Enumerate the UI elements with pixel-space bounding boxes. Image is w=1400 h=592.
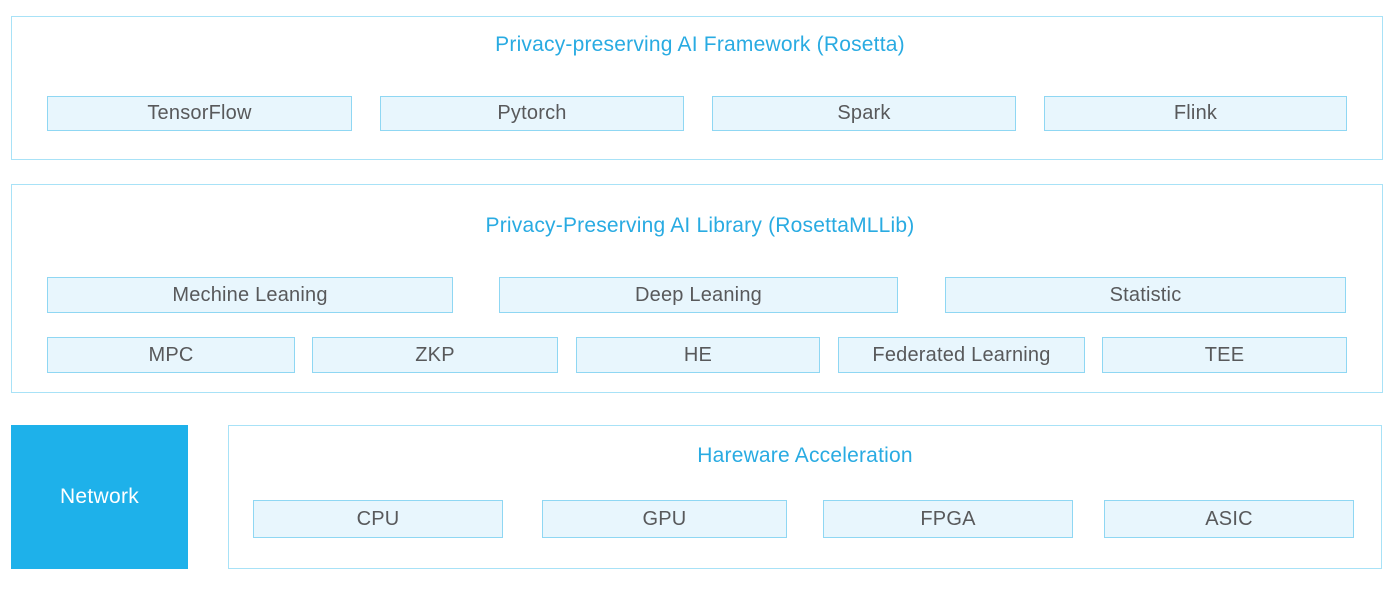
framework-box-flink: Flink [1044, 96, 1347, 131]
framework-section-title: Privacy-preserving AI Framework (Rosetta… [495, 33, 905, 56]
hardware-box-asic: ASIC [1104, 500, 1354, 538]
framework-box-spark: Spark [712, 96, 1016, 131]
hardware-section-frame [228, 425, 1382, 569]
hardware-section-title: Hareware Acceleration [697, 444, 913, 467]
framework-box-tensorflow: TensorFlow [47, 96, 352, 131]
hardware-box-fpga: FPGA [823, 500, 1073, 538]
library-box-he: HE [576, 337, 820, 373]
library-box-zkp: ZKP [312, 337, 558, 373]
library-box-statistic: Statistic [945, 277, 1346, 313]
framework-section-frame [11, 16, 1383, 160]
network-box: Network [11, 425, 188, 569]
library-box-machine-learning: Mechine Leaning [47, 277, 453, 313]
hardware-box-gpu: GPU [542, 500, 787, 538]
framework-box-pytorch: Pytorch [380, 96, 684, 131]
hardware-box-cpu: CPU [253, 500, 503, 538]
library-box-tee: TEE [1102, 337, 1347, 373]
library-section-title: Privacy-Preserving AI Library (RosettaML… [485, 214, 915, 237]
library-box-federated-learning: Federated Learning [838, 337, 1085, 373]
library-box-mpc: MPC [47, 337, 295, 373]
library-box-deep-learning: Deep Leaning [499, 277, 898, 313]
